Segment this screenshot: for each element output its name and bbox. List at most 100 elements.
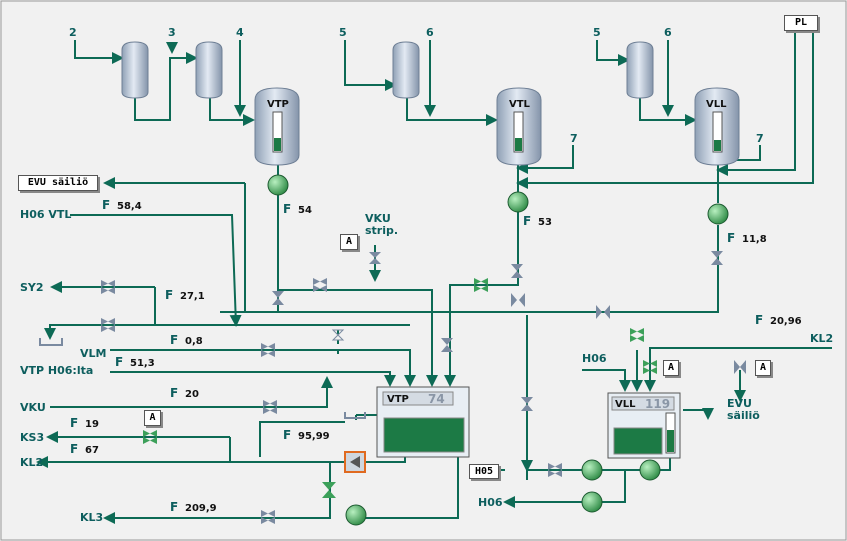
- flow-f-label: F: [70, 442, 78, 456]
- pl-button[interactable]: PL: [784, 15, 818, 31]
- flow-value-1: 54: [298, 205, 312, 216]
- tank-vtl-name: VTL: [509, 99, 531, 110]
- tank-vtp-name: VTP: [267, 99, 289, 110]
- line-h06-bottom: H06: [478, 496, 503, 509]
- source-2-label: 2: [69, 26, 77, 39]
- valve-ks3-icon[interactable]: [143, 430, 157, 444]
- valve-vll-icon[interactable]: [711, 251, 723, 265]
- valve-h05-icon[interactable]: [548, 463, 562, 477]
- valve-green-icon[interactable]: [474, 278, 488, 292]
- flow-value-5: 27,1: [180, 291, 205, 302]
- flow-f-label: F: [170, 500, 178, 514]
- tank-vtl[interactable]: [496, 87, 542, 166]
- source-3-label: 3: [168, 26, 176, 39]
- source-7b-label: 7: [756, 132, 764, 145]
- tank-vll-level: [714, 140, 721, 151]
- valve-icon[interactable]: [596, 305, 610, 319]
- source-5b-label: 5: [593, 26, 601, 39]
- source-5a-label: 5: [339, 26, 347, 39]
- strip-label-2: strip.: [365, 224, 398, 237]
- pump-kl3-icon[interactable]: [345, 504, 367, 526]
- valve-vll-in-icon[interactable]: [630, 328, 644, 342]
- flow-value-2: 58,4: [117, 201, 142, 212]
- tank-vll-name: VLL: [706, 99, 727, 110]
- feed-tanks: [121, 41, 654, 99]
- valve-icon[interactable]: [272, 291, 284, 305]
- valve-kl3-icon[interactable]: [261, 510, 275, 524]
- flow-f-label: F: [283, 202, 291, 216]
- flow-value-9: 20: [185, 389, 199, 400]
- flow-value-4: 11,8: [742, 234, 767, 245]
- valve-icon[interactable]: [313, 278, 327, 292]
- basin-center-icon: [344, 412, 366, 419]
- mixer-vll[interactable]: [607, 392, 681, 459]
- mixer-vtp-name: VTP: [387, 394, 409, 405]
- labels: 2 3 4 5 6 5 6 7 7 VTP VTL VLL VKU strip.…: [20, 26, 833, 524]
- pump-vtl-icon[interactable]: [507, 191, 529, 213]
- line-h06-vtl: H06 VTL: [20, 208, 71, 221]
- pump-vtp-icon[interactable]: [267, 174, 289, 196]
- tank-vtp[interactable]: [254, 87, 300, 166]
- flow-value-12: 67: [85, 445, 99, 456]
- mixer-vtp[interactable]: [376, 386, 470, 458]
- valve-icon[interactable]: [441, 338, 453, 352]
- auto-evu-button[interactable]: A: [755, 360, 771, 376]
- pump-vll-icon[interactable]: [707, 203, 729, 225]
- line-sy2: SY2: [20, 281, 44, 294]
- mixer-vll-value: 119: [645, 397, 670, 411]
- mixer-vtp-level: [383, 417, 465, 453]
- line-vtp-h06: VTP H06:lta: [20, 364, 93, 377]
- evu-out-label-1: EVU: [727, 397, 752, 410]
- auto-vll-button[interactable]: A: [663, 360, 679, 376]
- feed-tank-2-icon: [195, 41, 223, 99]
- pumps: [267, 174, 729, 526]
- line-vlm: VLM: [80, 347, 106, 360]
- mixer-vll-name: VLL: [615, 399, 636, 410]
- feed-tank-3-icon: [392, 41, 420, 99]
- pump-h06-icon[interactable]: [581, 491, 603, 513]
- valve-vll-a-icon[interactable]: [643, 360, 657, 374]
- h05-button[interactable]: H05: [469, 464, 499, 479]
- line-kl2-right: KL2: [810, 332, 833, 345]
- flow-value-11: 95,99: [298, 431, 330, 442]
- flow-f-label: F: [283, 428, 291, 442]
- evu-sailio-button[interactable]: EVU säiliö: [18, 175, 98, 191]
- valve-strip-icon[interactable]: [369, 252, 381, 264]
- strip-label-1: VKU: [365, 212, 391, 225]
- pump-vll-out-icon[interactable]: [639, 459, 661, 481]
- valve-evu-icon[interactable]: [734, 360, 746, 374]
- auto-ks3-button[interactable]: A: [144, 410, 161, 426]
- valve-vku-icon[interactable]: [263, 400, 277, 414]
- valve-vtl-icon[interactable]: [511, 264, 523, 278]
- flow-f-label: F: [755, 313, 763, 327]
- line-h06-vll: H06: [582, 352, 607, 365]
- pump-h05-icon[interactable]: [581, 459, 603, 481]
- source-6a-label: 6: [426, 26, 434, 39]
- tank-vll[interactable]: [694, 87, 740, 166]
- valves: [101, 251, 746, 524]
- flow-value-10: 19: [85, 419, 99, 430]
- feed-tank-1-icon: [121, 41, 149, 99]
- valve-sy2-icon[interactable]: [101, 280, 115, 294]
- valve-vertical-icon[interactable]: [521, 397, 533, 411]
- line-kl2-left: KL2: [20, 456, 43, 469]
- source-4-label: 4: [236, 26, 244, 39]
- flow-value-8: 51,3: [130, 358, 155, 369]
- feed-tank-4-icon: [626, 41, 654, 99]
- valve-icon[interactable]: [511, 293, 525, 307]
- auto-strip-button[interactable]: A: [340, 234, 358, 250]
- valve-hx-icon[interactable]: [322, 482, 336, 498]
- flow-f-label: F: [115, 355, 123, 369]
- valve-dashed-icon[interactable]: [331, 329, 345, 341]
- flow-value-13: 209,9: [185, 503, 217, 514]
- valve-recycle-icon[interactable]: [101, 318, 115, 332]
- basin-left-icon: [39, 338, 63, 346]
- source-6b-label: 6: [664, 26, 672, 39]
- flow-value-3: 53: [538, 217, 552, 228]
- flow-f-label: F: [727, 231, 735, 245]
- valve-vlm-icon[interactable]: [261, 343, 275, 357]
- flow-value-7: 0,8: [185, 336, 203, 347]
